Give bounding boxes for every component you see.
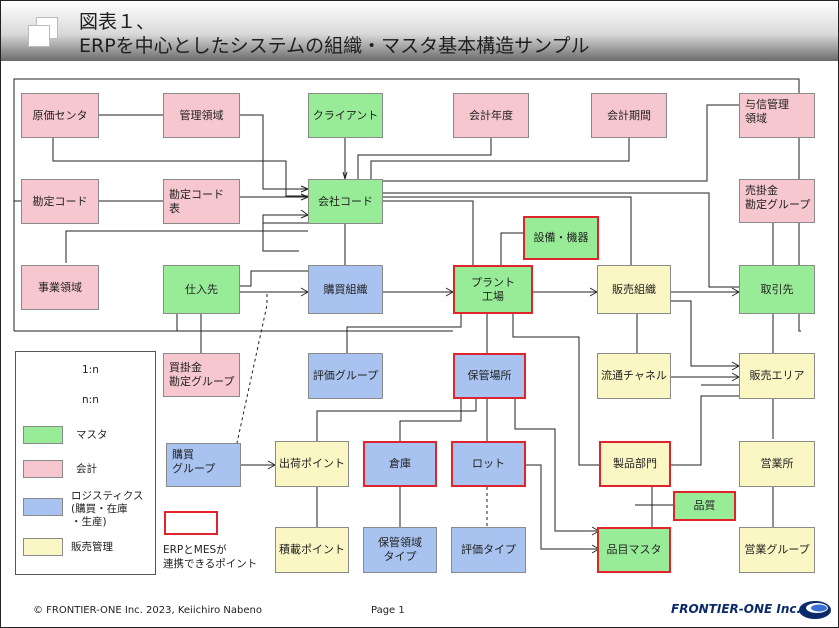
node-material-master[interactable]: 品目マスタ bbox=[597, 527, 671, 573]
node-sales-area[interactable]: 販売エリア bbox=[739, 353, 815, 399]
node-ap-account-group[interactable]: 買掛金 勘定グループ bbox=[163, 353, 240, 397]
title-bar: 図表１、 ERPを中心としたシステムの組織・マスタ基本構造サンプル bbox=[1, 1, 838, 61]
legend-swatch-sales bbox=[23, 538, 63, 556]
legend-master: マスタ bbox=[76, 429, 108, 441]
node-quality[interactable]: 品質 bbox=[673, 491, 736, 521]
node-account-code[interactable]: 勘定コード bbox=[21, 179, 99, 224]
node-distribution-channel[interactable]: 流通チャネル bbox=[597, 353, 671, 399]
node-customer[interactable]: 取引先 bbox=[739, 265, 815, 314]
node-ar-account-group[interactable]: 売掛金 勘定グループ bbox=[739, 179, 815, 223]
legend-sales: 販売管理 bbox=[71, 541, 113, 553]
legend-one-to-n: 1:n bbox=[82, 364, 99, 376]
node-shipping-point[interactable]: 出荷ポイント bbox=[275, 441, 349, 487]
node-vendor[interactable]: 仕入先 bbox=[163, 265, 240, 314]
node-valuation-group[interactable]: 評価グループ bbox=[308, 353, 383, 399]
node-business-area[interactable]: 事業領域 bbox=[21, 265, 99, 310]
node-client[interactable]: クライアント bbox=[308, 93, 383, 138]
node-company-code[interactable]: 会社コード bbox=[308, 179, 383, 224]
node-purchasing-group[interactable]: 購買 グループ bbox=[166, 443, 241, 487]
legend: 1:n n:n マスタ 会計 ロジスティクス (購買・在庫 ・生産) 販売管理 bbox=[15, 351, 156, 575]
node-plant[interactable]: プラント 工場 bbox=[453, 265, 533, 314]
node-purchasing-org[interactable]: 購買組織 bbox=[308, 265, 383, 314]
footer-brand: FRONTIER-ONE Inc. bbox=[671, 602, 802, 616]
node-fiscal-year[interactable]: 会計年度 bbox=[453, 93, 529, 138]
brand-logo-icon bbox=[799, 601, 831, 619]
legend-logistics: ロジスティクス (購買・在庫 ・生産) bbox=[71, 490, 144, 528]
node-chart-of-accounts[interactable]: 勘定コード 表 bbox=[163, 179, 240, 224]
node-sales-office[interactable]: 営業所 bbox=[739, 441, 815, 487]
node-division[interactable]: 製品部門 bbox=[599, 441, 671, 487]
footer-page-number: Page 1 bbox=[371, 605, 405, 616]
node-sales-org[interactable]: 販売組織 bbox=[597, 265, 671, 314]
node-posting-period[interactable]: 会計期間 bbox=[591, 93, 667, 138]
title-line-2: ERPを中心としたシステムの組織・マスタ基本構造サンプル bbox=[79, 35, 590, 57]
node-credit-control-area[interactable]: 与信管理 領域 bbox=[739, 93, 815, 138]
node-sales-group[interactable]: 営業グループ bbox=[739, 527, 815, 573]
legend-n-to-n: n:n bbox=[82, 394, 99, 406]
title-bullet-front bbox=[28, 25, 50, 47]
node-storage-location[interactable]: 保管場所 bbox=[453, 353, 526, 399]
legend-swatch-accounting bbox=[23, 460, 63, 478]
footer-copyright: © FRONTIER-ONE Inc. 2023, Keiichiro Nabe… bbox=[33, 605, 262, 616]
title-line-1: 図表１、 bbox=[79, 11, 156, 33]
node-cost-center[interactable]: 原価センタ bbox=[21, 93, 99, 138]
legend-accounting: 会計 bbox=[76, 463, 97, 475]
legend-erp-mes-swatch bbox=[164, 511, 218, 535]
node-lot[interactable]: ロット bbox=[451, 441, 526, 487]
legend-swatch-logistics bbox=[23, 498, 63, 516]
node-equipment[interactable]: 設備・機器 bbox=[523, 216, 599, 260]
node-storage-area-type[interactable]: 保管領域 タイプ bbox=[363, 527, 437, 573]
legend-erp-mes: ERPとMESが 連携できるポイント bbox=[163, 544, 258, 570]
node-controlling-area[interactable]: 管理領域 bbox=[163, 93, 240, 138]
node-warehouse[interactable]: 倉庫 bbox=[363, 441, 437, 487]
legend-swatch-master bbox=[23, 426, 63, 444]
node-valuation-type[interactable]: 評価タイプ bbox=[451, 527, 526, 573]
node-loading-point[interactable]: 積載ポイント bbox=[275, 527, 349, 573]
